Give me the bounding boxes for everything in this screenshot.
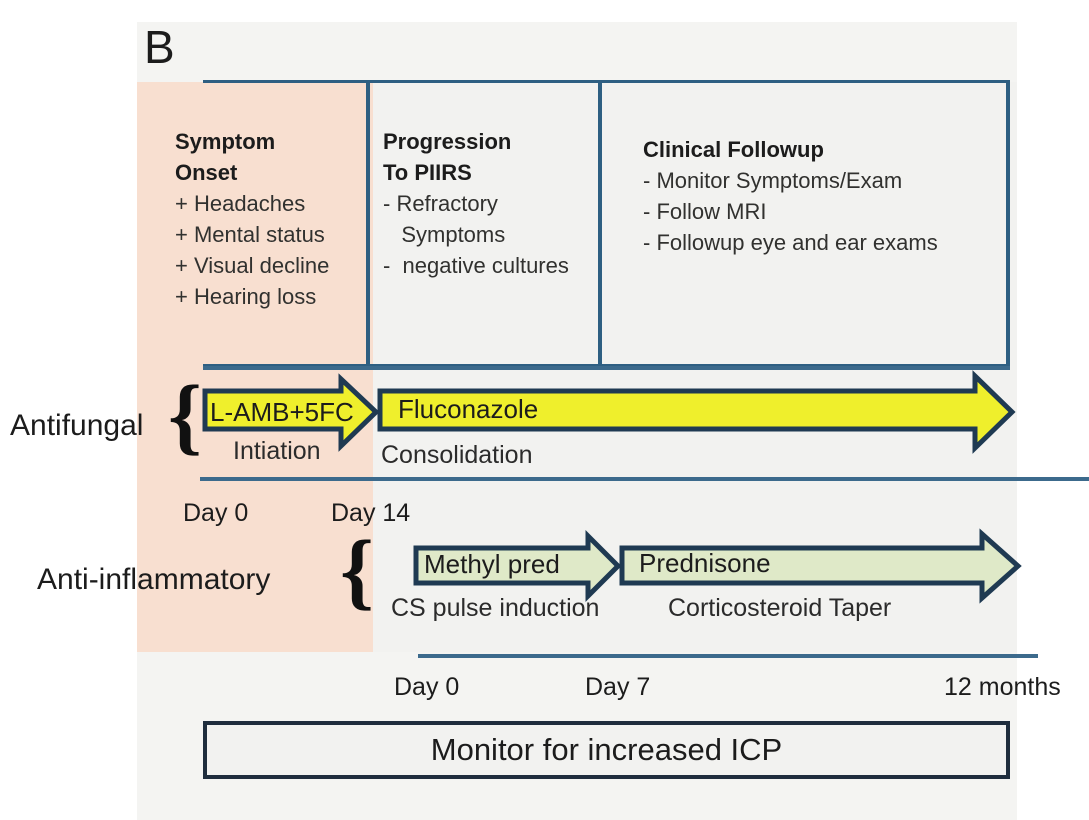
header-column-clinical-followup: Clinical Followup - Monitor Symptoms/Exa… [643,134,1003,258]
column-title-line2: To PIIRS [383,160,472,185]
header-column-progression-piirs: Progression To PIIRS - Refractory Sympto… [383,126,598,281]
antifungal-top-rule [203,366,1010,370]
column-title-line1: Symptom [175,129,276,154]
column-item: - negative cultures [383,253,569,278]
column-item: - Refractory [383,191,498,216]
column-item: - Monitor Symptoms/Exam [643,168,903,193]
column-item: - Followup eye and ear exams [643,230,938,255]
axis-tick-antiinflammatory-day0: Day 0 [394,673,460,701]
monitor-icp-banner: Monitor for increased ICP [203,721,1010,779]
arrow-shape-l-amb-5fc [202,373,380,452]
row-label-antiinflammatory: Anti-inflammatory [37,563,271,596]
arrow-label-methyl-pred: Methyl pred [424,549,560,579]
column-title-line1: Progression [383,129,512,154]
column-item: - Follow MRI [643,199,767,224]
axis-tick-antifungal-day0: Day 0 [183,499,249,527]
panel-letter: B [144,21,175,73]
header-box-top-border [203,80,1010,83]
phase-label-consolidation: Consolidation [381,441,533,469]
arrow-label-fluconazole: Fluconazole [398,394,539,424]
column-item: Symptoms [383,222,506,247]
phase-label-cs-pulse-induction: CS pulse induction [391,594,600,622]
column-item: + Headaches [175,191,306,216]
brace-antifungal: { [168,367,202,463]
column-title-line2: Onset [175,160,238,185]
column-item: + Hearing loss [175,284,317,309]
arrow-shape-methyl-pred [413,529,622,603]
antifungal-axis-line [200,477,1089,481]
header-column-symptom-onset: Symptom Onset + Headaches + Mental statu… [175,126,365,312]
axis-tick-antiinflammatory-day7: Day 7 [585,673,651,701]
column-item: + Visual decline [175,253,330,278]
column-item: + Mental status [175,222,325,247]
monitor-icp-text: Monitor for increased ICP [430,732,783,767]
header-divider-1 [366,80,370,368]
phase-label-corticosteroid-taper: Corticosteroid Taper [668,594,892,622]
brace-antiinflammatory: { [340,522,374,618]
antiinflammatory-axis-line [418,654,1038,658]
phase-label-intiation: Intiation [233,437,321,465]
arrow-shape-prednisone [619,528,1022,604]
header-divider-2 [598,80,602,368]
axis-tick-antiinflammatory-12months: 12 months [944,673,1061,701]
arrow-shape-fluconazole [377,370,1016,454]
row-label-antifungal: Antifungal [10,409,144,442]
header-right-border [1006,80,1010,368]
arrow-label-l-amb-5fc: L-AMB+5FC [210,397,354,427]
axis-tick-antifungal-day14: Day 14 [331,499,411,527]
column-title-line1: Clinical Followup [643,137,824,162]
arrow-label-prednisone: Prednisone [639,548,771,578]
